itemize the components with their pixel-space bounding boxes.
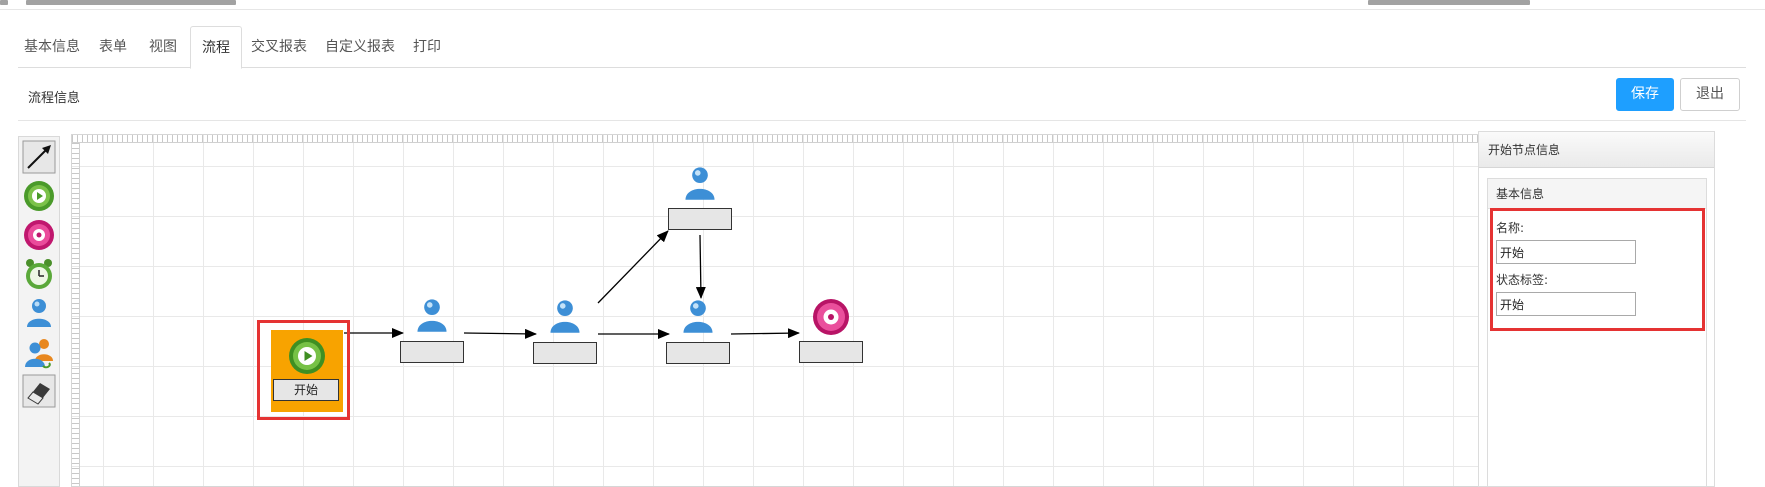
end-node[interactable] xyxy=(799,297,863,367)
status-label-label: 状态标签: xyxy=(1496,273,1549,287)
top-strip-cropped xyxy=(0,0,1765,10)
panel-title: 流程信息 xyxy=(28,91,81,106)
top-strip-fragment xyxy=(1368,0,1530,5)
flow-canvas[interactable]: 开始 xyxy=(71,134,1493,487)
group-task-icon[interactable] xyxy=(22,335,56,369)
edge-task4-to-task3[interactable] xyxy=(695,234,706,299)
flow-connections xyxy=(344,230,800,339)
user-task-label xyxy=(666,342,730,364)
user-task-node[interactable] xyxy=(668,163,732,233)
tab-bar: 基本信息 表单 视图 流程 交叉报表 自定义报表 打印 xyxy=(18,26,1746,69)
start-node-icon xyxy=(289,338,325,374)
exit-button[interactable]: 退出 xyxy=(1680,78,1740,111)
tab-print[interactable]: 打印 xyxy=(413,39,441,55)
user-task-icon xyxy=(417,299,447,332)
vertical-ruler xyxy=(72,143,80,486)
user-task-node[interactable] xyxy=(533,296,597,366)
node-properties-panel: 开始节点信息 基本信息 名称: 状态标签: xyxy=(1478,131,1715,487)
panel-header: 流程信息 保存 退出 xyxy=(18,68,1746,121)
top-strip-fragment xyxy=(0,0,8,5)
edge-task1-to-task2[interactable] xyxy=(463,328,537,339)
top-strip-fragment xyxy=(26,0,236,5)
tab-view[interactable]: 视图 xyxy=(149,39,177,55)
user-task-icon[interactable] xyxy=(22,296,56,330)
save-button[interactable]: 保存 xyxy=(1616,78,1674,111)
name-input[interactable] xyxy=(1496,240,1636,264)
eraser-icon[interactable] xyxy=(22,374,56,408)
tab-workflow[interactable]: 流程 xyxy=(190,26,242,69)
line-arrow-icon[interactable] xyxy=(22,140,56,174)
tab-basic-info[interactable]: 基本信息 xyxy=(24,39,80,55)
edge-task3-to-end[interactable] xyxy=(730,328,800,339)
tab-cross-report[interactable]: 交叉报表 xyxy=(251,39,307,55)
user-task-icon xyxy=(550,300,580,333)
edge-task2-to-task4[interactable] xyxy=(597,230,669,304)
timer-node-icon[interactable] xyxy=(22,257,56,291)
start-node-label: 开始 xyxy=(273,379,339,401)
section-title: 基本信息 xyxy=(1488,179,1706,209)
user-task-icon xyxy=(683,300,713,333)
user-task-node[interactable] xyxy=(666,296,730,366)
end-node-label xyxy=(799,341,863,363)
end-node-icon[interactable] xyxy=(22,218,56,252)
user-task-label xyxy=(533,342,597,364)
tab-custom-report[interactable]: 自定义报表 xyxy=(325,39,395,55)
horizontal-ruler xyxy=(72,135,1492,143)
start-node-icon[interactable] xyxy=(22,179,56,213)
tab-form[interactable]: 表单 xyxy=(99,39,127,55)
end-node-icon xyxy=(813,299,849,335)
user-task-label xyxy=(668,208,732,230)
node-toolbox xyxy=(18,136,60,487)
basic-info-section: 基本信息 名称: 状态标签: xyxy=(1487,178,1707,487)
start-node[interactable]: 开始 xyxy=(271,330,343,412)
user-task-icon xyxy=(685,167,715,200)
status-label-input[interactable] xyxy=(1496,292,1636,316)
properties-panel-title: 开始节点信息 xyxy=(1479,132,1714,168)
name-label: 名称: xyxy=(1496,221,1525,235)
user-task-label xyxy=(400,341,464,363)
user-task-node[interactable] xyxy=(400,295,464,365)
